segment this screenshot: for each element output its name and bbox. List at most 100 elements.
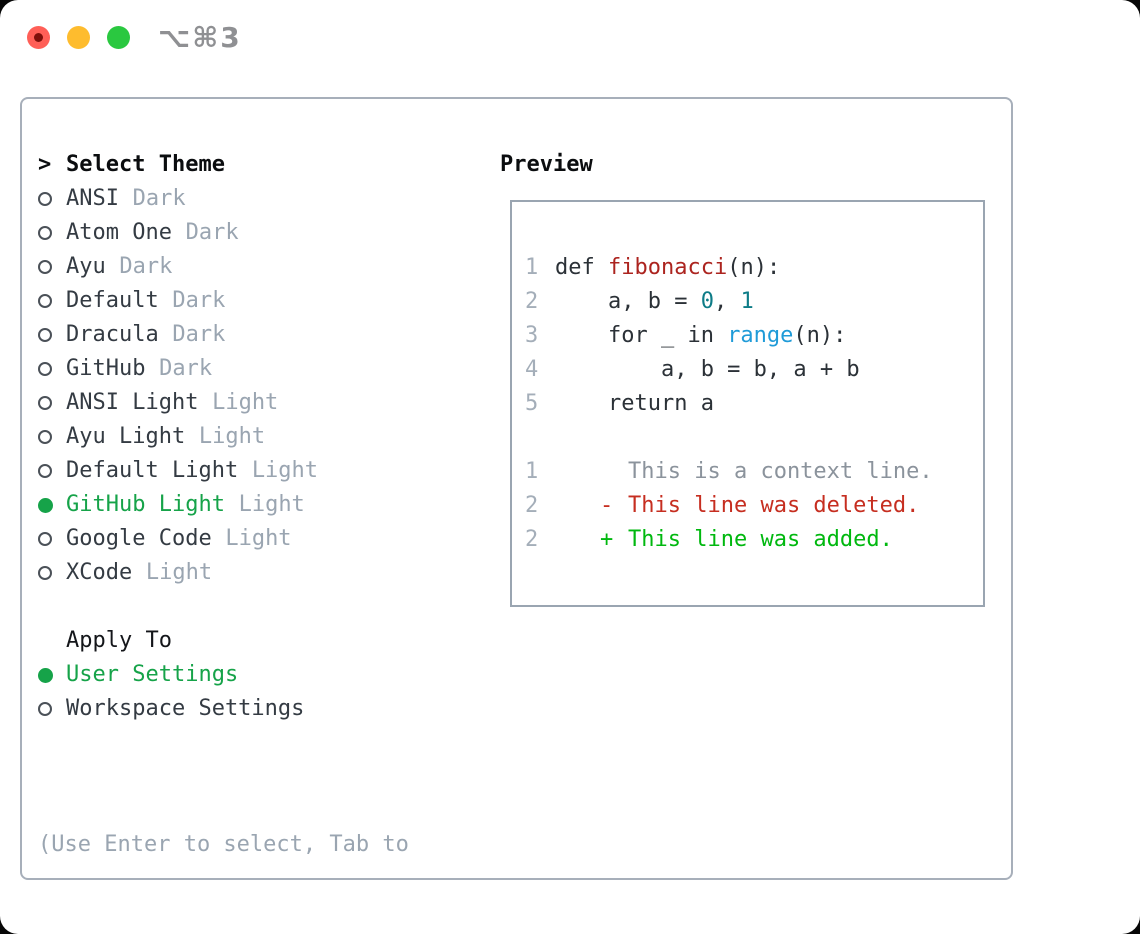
line-number: 1 bbox=[525, 459, 539, 484]
code-token: fibonacci bbox=[607, 255, 728, 280]
hint-line: (Use Enter to select, Tab to bbox=[38, 832, 409, 857]
radio-slot bbox=[38, 396, 66, 410]
code-token: a, b = b, a + b bbox=[555, 357, 860, 382]
theme-name: Default Light bbox=[66, 458, 239, 483]
theme-variant-tag: Light bbox=[251, 458, 319, 483]
zoom-button[interactable] bbox=[107, 26, 130, 49]
radio-slot bbox=[38, 260, 66, 274]
minimize-button[interactable] bbox=[67, 26, 90, 49]
radio-slot bbox=[38, 328, 66, 342]
theme-name: GitHub Light bbox=[66, 492, 225, 517]
preview-title: Preview bbox=[500, 152, 593, 177]
line-number: 2 bbox=[525, 493, 539, 518]
code-line: 3 for _ in range(n): bbox=[525, 319, 983, 353]
code-token: def bbox=[555, 255, 608, 280]
code-line: 5 return a bbox=[525, 387, 983, 421]
code-token: 0 bbox=[700, 289, 714, 314]
diff-line: 2 + This line was added. bbox=[525, 523, 983, 557]
theme-variant-tag: Light bbox=[238, 492, 305, 517]
apply-option[interactable]: Workspace Settings bbox=[38, 692, 409, 726]
cursor-icon: > bbox=[38, 152, 52, 177]
code-token: 1 bbox=[740, 289, 754, 314]
diff-text: This is a context line. bbox=[628, 459, 933, 484]
diff-line: 1 This is a context line. bbox=[525, 455, 983, 489]
theme-option[interactable]: Default Light Light bbox=[38, 454, 409, 488]
theme-name: Ayu bbox=[66, 254, 106, 279]
diff-marker: + bbox=[600, 527, 614, 552]
theme-name: GitHub bbox=[66, 356, 146, 381]
theme-variant-tag: Light bbox=[145, 560, 213, 585]
code-token: a, b = bbox=[555, 289, 701, 314]
theme-option[interactable]: ANSI Light Light bbox=[38, 386, 409, 420]
radio-icon bbox=[38, 260, 52, 274]
radio-icon bbox=[38, 430, 52, 444]
code-token: for _ in bbox=[555, 323, 728, 348]
traffic-lights bbox=[27, 26, 130, 49]
radio-icon bbox=[38, 396, 52, 410]
diff-line: 2-This line was deleted. bbox=[525, 489, 983, 523]
close-button[interactable] bbox=[27, 26, 50, 49]
radio-icon bbox=[38, 667, 53, 683]
theme-option[interactable]: GitHub Dark bbox=[38, 352, 409, 386]
theme-name: Atom One bbox=[66, 220, 172, 245]
theme-option[interactable]: Ayu Light Light bbox=[38, 420, 409, 454]
radio-slot bbox=[38, 532, 66, 546]
line-number: 3 bbox=[525, 323, 539, 348]
theme-option[interactable]: Dracula Dark bbox=[38, 318, 409, 352]
diff-text: This line was added. bbox=[628, 527, 893, 552]
hint-line: change focus) bbox=[38, 930, 409, 934]
theme-variant-tag: Light bbox=[198, 424, 266, 449]
radio-slot bbox=[38, 667, 66, 683]
line-number: 2 bbox=[525, 289, 539, 314]
apply-option[interactable]: User Settings bbox=[38, 658, 409, 692]
titlebar: ⌥⌘3 bbox=[0, 0, 1140, 75]
theme-name: Dracula bbox=[66, 322, 159, 347]
window-title: ⌥⌘3 bbox=[158, 21, 242, 54]
theme-variant-tag: Dark bbox=[159, 356, 213, 381]
apply-option-label: User Settings bbox=[66, 662, 239, 687]
theme-variant-tag: Dark bbox=[172, 322, 226, 347]
line-number: 2 bbox=[525, 527, 539, 552]
radio-slot bbox=[38, 702, 66, 716]
radio-slot bbox=[38, 192, 66, 206]
diff-preview: 1 This is a context line.2-This line was… bbox=[525, 455, 983, 557]
close-dot-icon bbox=[34, 33, 43, 42]
radio-icon bbox=[38, 294, 52, 308]
radio-icon bbox=[38, 532, 52, 546]
theme-option[interactable]: Atom One Dark bbox=[38, 216, 409, 250]
theme-variant-tag: Dark bbox=[132, 186, 186, 211]
apply-to-title: Apply To bbox=[66, 628, 172, 653]
theme-name: Ayu Light bbox=[66, 424, 186, 449]
theme-variant-tag: Dark bbox=[185, 220, 239, 245]
radio-slot bbox=[38, 294, 66, 308]
radio-slot bbox=[38, 497, 66, 513]
radio-icon bbox=[38, 328, 52, 342]
theme-list-title: Select Theme bbox=[66, 152, 225, 177]
line-number: 4 bbox=[525, 357, 539, 382]
radio-slot bbox=[38, 226, 66, 240]
theme-name: ANSI Light bbox=[66, 390, 199, 415]
line-number: 5 bbox=[525, 391, 539, 416]
radio-icon bbox=[38, 566, 52, 580]
theme-option[interactable]: GitHub Light Light bbox=[38, 488, 409, 522]
theme-variant-tag: Light bbox=[212, 390, 279, 415]
theme-variant-tag: Dark bbox=[172, 288, 226, 313]
radio-slot bbox=[38, 362, 66, 376]
radio-slot bbox=[38, 566, 66, 580]
radio-icon bbox=[38, 192, 52, 206]
code-token: (n): bbox=[727, 255, 781, 280]
radio-icon bbox=[38, 497, 53, 513]
radio-icon bbox=[38, 464, 52, 478]
code-token: return a bbox=[555, 391, 714, 416]
